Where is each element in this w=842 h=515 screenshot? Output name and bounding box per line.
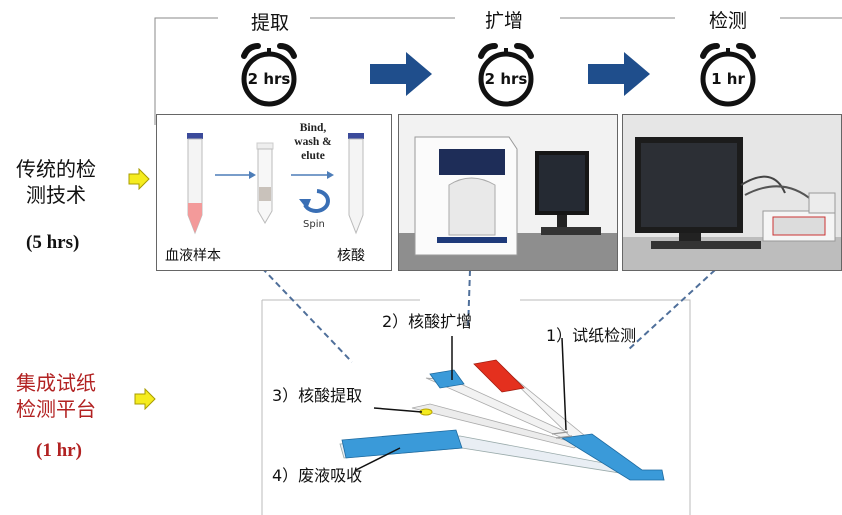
traditional-title-line2: 测技术 [26,183,86,207]
step-text-line3: elute [301,150,325,162]
label-detection: 1）试纸检测 [546,326,637,345]
traditional-title-line1: 传统的检 [16,157,96,181]
test-strip-diagram [339,359,665,481]
flow-arrow-icon [588,52,650,96]
detection-setup-image [623,115,841,270]
sample-label: 血液样本 [165,248,221,264]
traditional-duration: (5 hrs) [26,232,80,253]
clock-time-amplification: 2 hrs [484,70,528,88]
stage-label-extraction: 提取 [250,12,289,34]
waste-pad [341,429,463,459]
stopwatch-icon [700,43,756,107]
connector-amplification [467,269,471,331]
stopwatch-icon [241,43,297,107]
flow-arrow-icon [370,52,432,96]
extraction-pad [429,369,465,389]
pcr-machine-image [399,115,617,270]
stage-label-detection: 检测 [708,10,747,32]
stage-label-amplification: 扩增 [484,10,523,32]
product-label: 核酸 [337,248,365,264]
label-extraction: 3）核酸提取 [272,386,363,405]
spin-label: Spin [303,219,325,230]
extraction-panel: Bind, wash & elute Spin 血液样本 核酸 [156,114,392,271]
label-waste: 4）废液吸收 [272,466,363,485]
step-text-line1: Bind, [299,122,327,134]
integrated-title-line2: 检测平台 [16,397,96,421]
clock-time-extraction: 2 hrs [247,70,291,88]
label-amplification: 2）核酸扩增 [382,312,473,331]
stopwatch-icon [478,43,534,107]
amplification-photo [398,114,618,271]
tube-illustration [187,133,364,235]
pointer-arrow-icon [134,388,156,410]
clock-time-detection: 1 hr [711,70,745,88]
integrated-title-line1: 集成试纸 [16,371,96,395]
connector-extraction [261,267,353,363]
bind-wash-elute-label: Bind, wash & elute [283,121,343,163]
pointer-arrow-icon [128,168,150,190]
detection-pad [473,359,525,393]
integrated-duration: (1 hr) [36,440,82,461]
step-text-line2: wash & [294,136,332,148]
